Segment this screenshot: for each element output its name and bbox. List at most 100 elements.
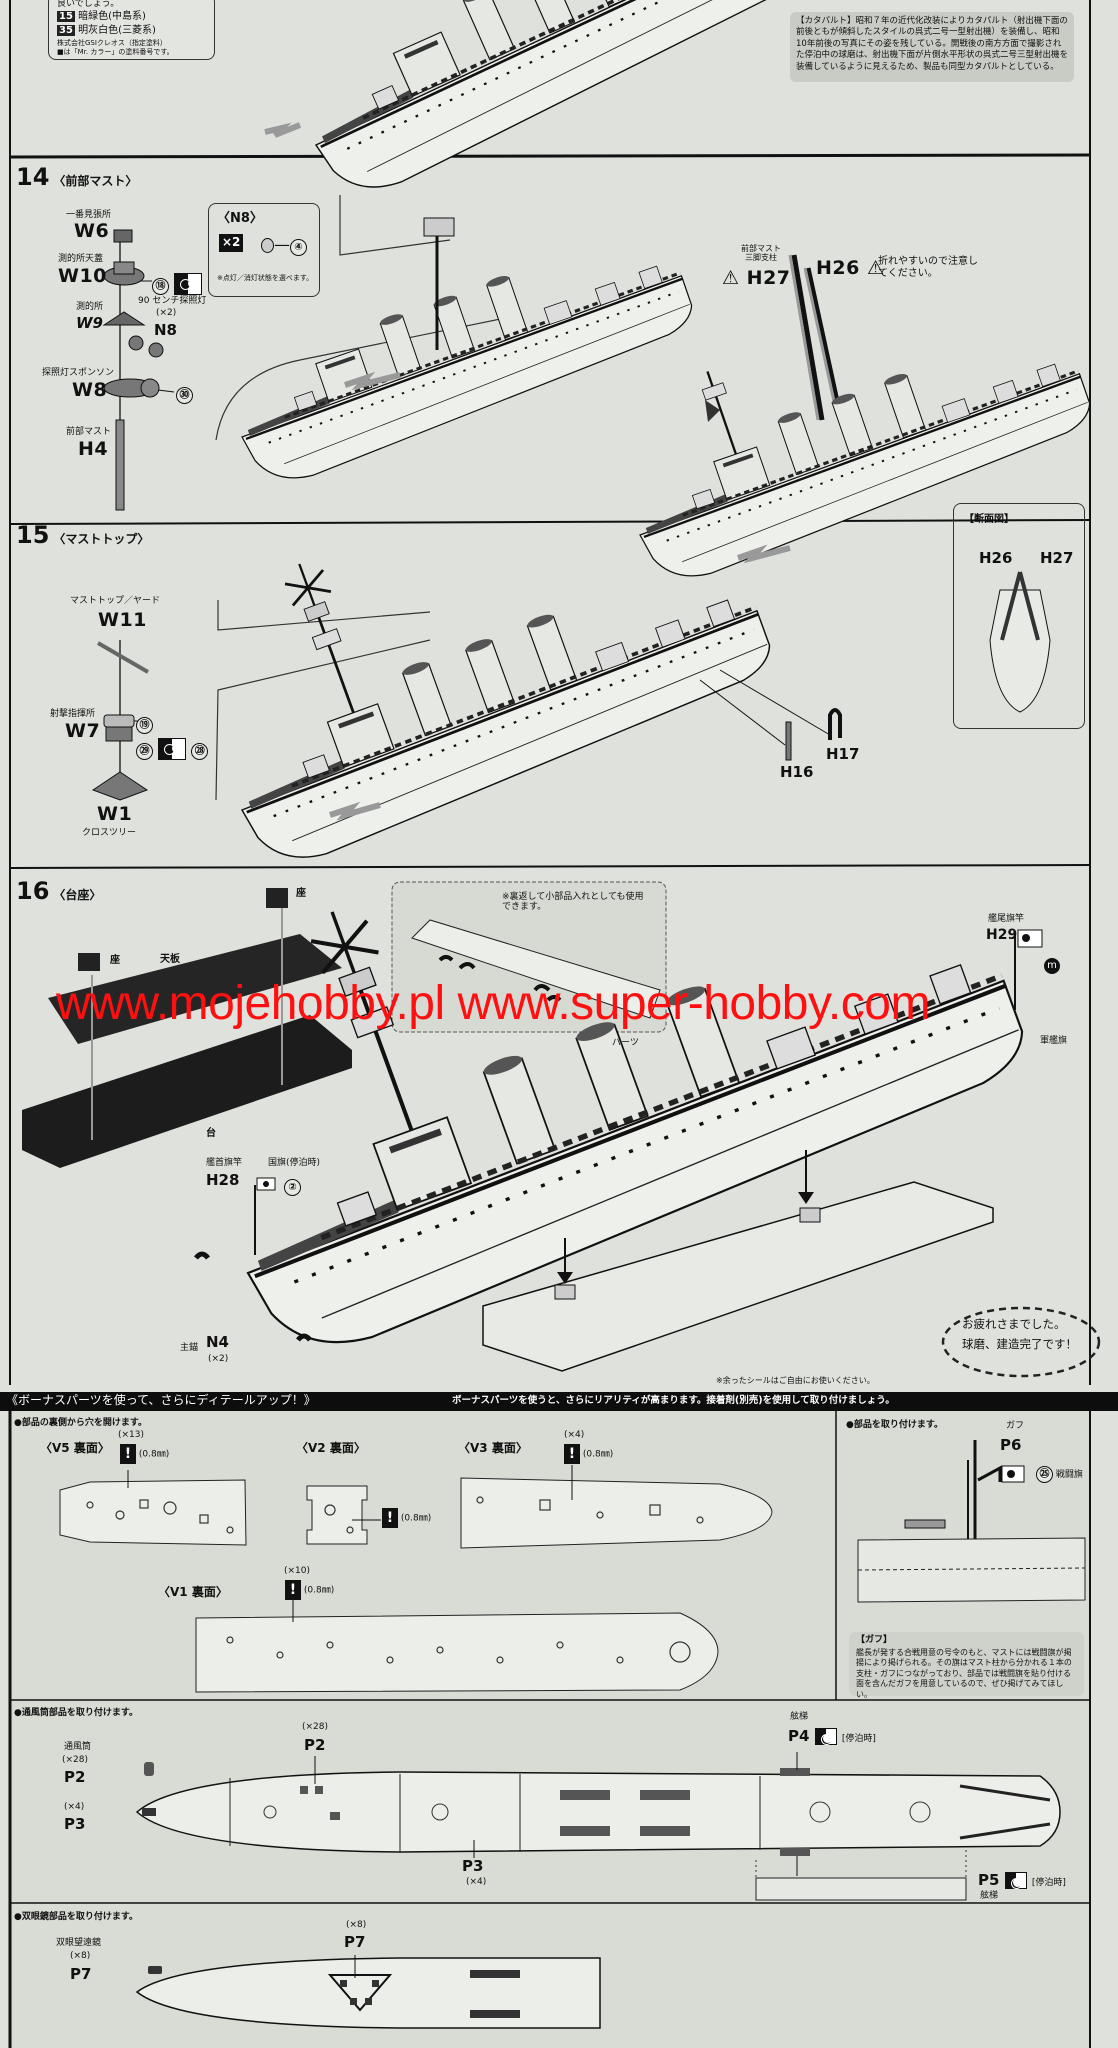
drill-icon: ! (564, 1444, 580, 1464)
decal-m: m (1044, 958, 1060, 974)
decal-19: ⑲ (136, 714, 153, 734)
cross-section-box: 【断面図】 H26 H27 (953, 503, 1085, 729)
arrow-icon (705, 400, 720, 422)
part-p7-icon (148, 1966, 162, 1974)
part-w11-icon (96, 641, 150, 674)
part-h16-label: H16 (780, 763, 814, 781)
v2-drill: ! (0.8㎜) (382, 1508, 431, 1528)
seat-block (78, 953, 100, 971)
part-h27-desc: 前部マスト三脚支柱 (741, 244, 781, 263)
arrow-icon (344, 371, 401, 391)
part-p6 (977, 1465, 1002, 1482)
decal-25: ㉕ 戦闘旗 (1036, 1466, 1083, 1483)
part-h28-label: H28 (206, 1171, 240, 1189)
v1-qty: (×10) (284, 1566, 311, 1576)
divider (9, 519, 1091, 525)
bonus-title: 《ボーナスパーツを使って、さらにディテールアップ！》 (6, 1393, 316, 1407)
part-w1-icon (91, 771, 149, 801)
drill-icon: ! (120, 1444, 136, 1464)
leftover-decal-note: ※余ったシールはご自由にお使いください。 (716, 1376, 875, 1385)
part-n4-desc: 主錨 (180, 1343, 199, 1353)
part-h26-label: H26 ⚠ (816, 257, 885, 279)
decal-light-icon (1004, 1872, 1027, 1889)
part-h4-icon (115, 419, 125, 511)
part-w6-icon (113, 229, 133, 243)
part-p7-callout: P7 (344, 1933, 366, 1951)
part-h17 (828, 708, 842, 740)
part-p6-desc: ガフ (1006, 1421, 1025, 1431)
inset-note: ※点灯／消灯状態を選べます。 (217, 274, 314, 282)
arrow-icon (329, 801, 381, 821)
base-label: 台 (206, 1128, 216, 1139)
part-p5-desc: 舷梯 (980, 1891, 999, 1901)
part-p4-label: P4 [停泊時] (788, 1727, 876, 1745)
arrow-icon (557, 1272, 573, 1284)
part-p5-label: P5 [停泊時] (978, 1871, 1066, 1889)
national-flag-label: 国旗(停泊時) (268, 1158, 321, 1168)
decal-light-icon (174, 273, 203, 295)
part-h28-desc: 艦首旗竿 (206, 1158, 243, 1168)
drill-icon: ! (382, 1508, 398, 1528)
caution-note: 折れやすいので注意してください。 (878, 256, 978, 279)
decal-29-28: ㉙ ㉘ (136, 738, 209, 760)
part-p6-label: P6 (1000, 1436, 1022, 1454)
part-w9-desc: 測的所 (76, 302, 104, 312)
part-p7-callout-qty: (×8) (346, 1920, 367, 1930)
part-v5-drawing (59, 1479, 247, 1546)
decal-light-icon (814, 1728, 837, 1745)
part-w9-icon (102, 311, 146, 326)
v3-qty: (×4) (564, 1430, 585, 1440)
tray-drawing (411, 919, 661, 1019)
caution-icon: ⚠ (866, 257, 885, 279)
part-p3-icon (142, 1808, 156, 1816)
ship-side-drawing (857, 1537, 1086, 1603)
part-p2-callout-qty: (×28) (302, 1722, 329, 1732)
drill-title: ●部品の裏側から穴を開けます。 (14, 1418, 147, 1428)
divider (9, 864, 1091, 869)
part-w7-label: W7 (65, 720, 101, 742)
decal-30: ㉚ (176, 384, 193, 404)
seat-label: 座 (110, 955, 120, 966)
part-w11-desc: マストトップ／ヤード (70, 596, 161, 606)
part-w6-label: W6 (74, 220, 110, 242)
part-w10-label: W10 (58, 265, 107, 287)
bonus-subtitle: ボーナスパーツを使うと、さらにリアリティが高まります。接着剤(別売)を使用して取… (452, 1395, 895, 1406)
cross-section-h27: H27 (1040, 549, 1074, 567)
decal-2: ② (284, 1176, 301, 1196)
part-p7-qty: (×8) (70, 1951, 91, 1961)
part-p3-callout-qty: (×4) (466, 1877, 487, 1887)
part-w11-label: W11 (98, 609, 147, 631)
catapult-note: 【カタパルト】昭和７年の近代化改装によりカタパルト（射出機下面の前後ともが傾斜し… (790, 12, 1074, 82)
part-p3-label: P3 (64, 1815, 86, 1833)
v5-qty: (×13) (118, 1430, 145, 1440)
inset-lamp: —④ (261, 235, 307, 256)
v3-drill: ! (0.8㎜) (564, 1444, 613, 1464)
decal-light-icon (158, 738, 187, 760)
part-h26 (803, 267, 839, 416)
vent-title: ●通風筒部品を取り付けます。 (14, 1708, 138, 1718)
binocular-title: ●双眼鏡部品を取り付けます。 (14, 1912, 138, 1922)
tray-parts-label: パーツ (612, 1038, 639, 1048)
part-n4-label: N4 (206, 1333, 229, 1351)
arrow-icon (264, 122, 302, 138)
part-h16 (785, 721, 792, 761)
inset-qty-badge: ×2 (219, 234, 244, 252)
part-v1-drawing (195, 1612, 719, 1693)
anchor-icon (194, 1251, 312, 1342)
v2-label: 〈V2 裏面〉 (296, 1441, 366, 1455)
v5-label: 〈V5 裏面〉 (40, 1441, 110, 1455)
searchlight-icon (261, 238, 274, 253)
part-v3-drawing (460, 1477, 773, 1549)
part-w10-icon (103, 261, 145, 286)
v3-label: 〈V3 裏面〉 (458, 1441, 528, 1455)
part-w8-label: W8 (72, 379, 108, 401)
cross-section-h26: H26 (979, 549, 1013, 567)
paint-color-15: 15 暗緑色(中島系) (57, 11, 146, 22)
part-n8-label: N8 (154, 321, 177, 339)
paint-note-box: 良いでしょう。 15 暗緑色(中島系) 35 明灰白色(三菱系) 株式会社GSI… (48, 0, 215, 60)
step-15-title: 15〈マストトップ〉 (16, 521, 150, 549)
inset-title: 〈N8〉 (217, 211, 263, 226)
hull-detail-drawing (755, 1877, 967, 1901)
part-n8-qty: (×2) (156, 308, 177, 318)
arrow-icon (737, 544, 791, 564)
